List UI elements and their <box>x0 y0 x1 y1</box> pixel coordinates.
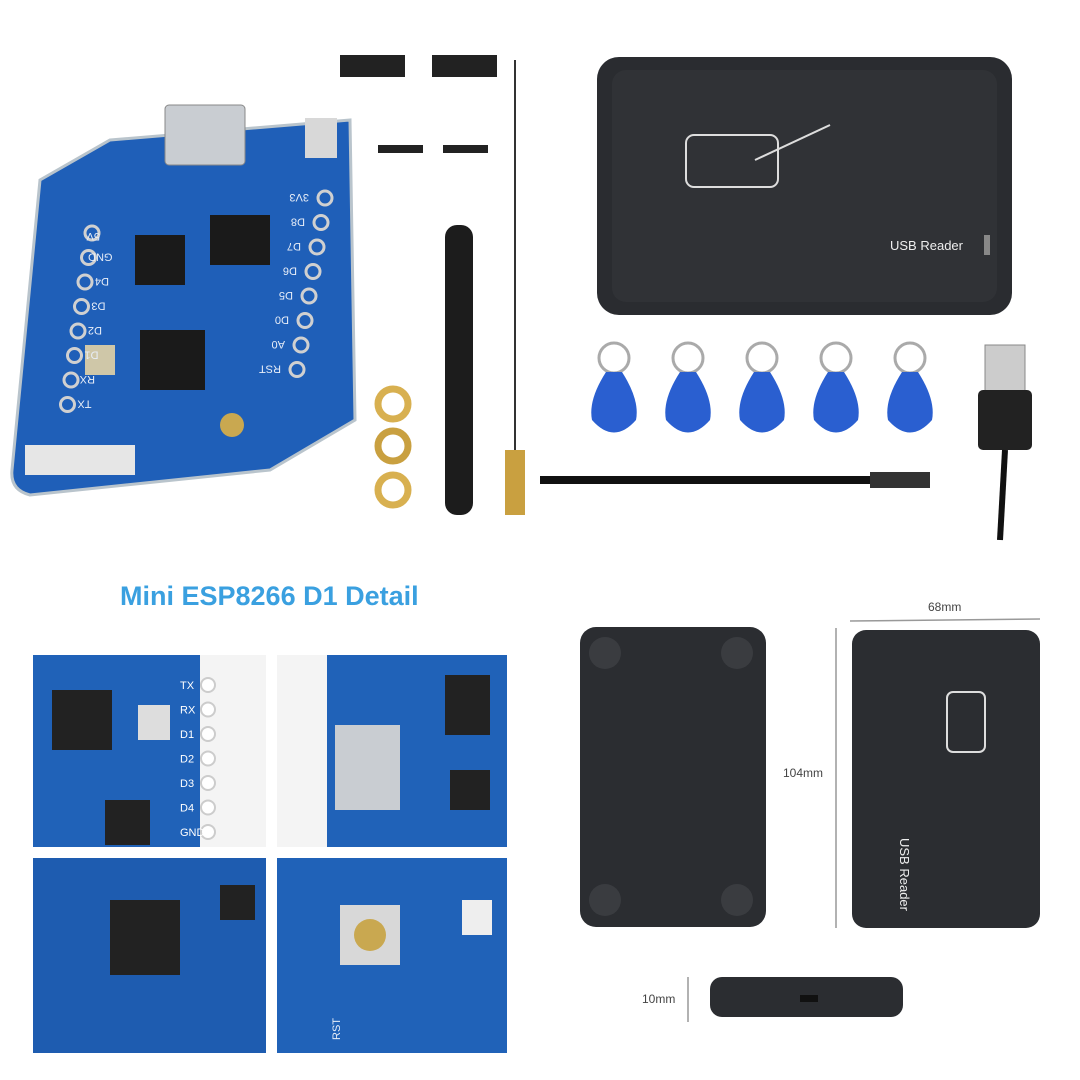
pin-label: A0 <box>272 338 285 350</box>
pin-label: D4 <box>95 275 109 287</box>
pin-hole <box>76 273 94 291</box>
reset-button <box>305 118 337 158</box>
pin-hole <box>200 799 216 816</box>
antenna-connector <box>220 413 244 437</box>
pin-headers <box>340 55 497 153</box>
key-ring <box>597 341 631 375</box>
pin-hole <box>300 287 318 305</box>
esp-chip <box>140 330 205 390</box>
key-ring <box>893 341 927 375</box>
card-icon <box>946 691 986 753</box>
pin-hole <box>304 263 322 280</box>
nuts-washers <box>374 385 412 509</box>
pin-label: D6 <box>283 265 297 277</box>
key-ring <box>671 341 705 375</box>
pin-label: 5V <box>86 230 100 242</box>
pin-hole <box>83 224 101 242</box>
pin-label: D4 <box>180 803 194 815</box>
pin-label: RX <box>79 373 95 385</box>
pin-hole <box>66 347 83 364</box>
reader-back-view <box>580 627 766 927</box>
pin-label: D3 <box>180 778 194 790</box>
pin-hole <box>200 824 216 840</box>
pin-hole <box>80 249 97 266</box>
pin-hole <box>200 775 216 791</box>
thickness-label: 10mm <box>642 992 675 1006</box>
pin-label: D1 <box>180 729 194 741</box>
pin-hole <box>200 677 216 693</box>
pin-label: D2 <box>88 324 102 336</box>
pin-hole <box>73 298 90 315</box>
pin-label: D7 <box>287 240 301 252</box>
pin-label: D1 <box>84 349 98 361</box>
pin-hole <box>62 371 80 389</box>
pin-label: 3V3 <box>289 191 309 203</box>
pin-label: GND <box>88 251 113 263</box>
card-icon <box>685 134 779 188</box>
reader-label: USB Reader <box>890 238 964 253</box>
pin-label: RX <box>180 705 196 717</box>
key-ring <box>745 341 779 375</box>
pin-label: GND <box>180 827 205 839</box>
rfid-tags <box>591 341 933 433</box>
rfid-tag-icon <box>665 372 711 433</box>
antenna <box>445 60 525 515</box>
width-label: 68mm <box>928 600 961 614</box>
rfid-tag-icon <box>813 372 859 433</box>
pin-label: TX <box>180 680 195 692</box>
dimension-lines <box>687 618 1041 1022</box>
hand-icon <box>754 124 831 161</box>
pin-hole <box>200 726 216 742</box>
pin-label: D8 <box>291 216 305 228</box>
side-reader-label: USB Reader <box>897 838 912 912</box>
rfid-tag-icon <box>591 372 637 433</box>
pin-label: D2 <box>180 754 194 766</box>
chip-icon <box>135 235 185 285</box>
usb-rfid-reader: USB Reader <box>597 57 1012 315</box>
rst-label: RST <box>331 1018 343 1040</box>
pin-hole <box>296 312 314 329</box>
reader-front-view: USB Reader <box>852 630 1040 928</box>
pin-hole <box>312 214 330 231</box>
pin-label: D0 <box>275 314 289 326</box>
pin-hole <box>59 396 76 413</box>
micro-usb-port <box>164 104 246 166</box>
pin-label: D3 <box>91 300 105 312</box>
rfid-tag-icon <box>739 372 785 433</box>
pin-label: D5 <box>279 289 293 301</box>
pin-hole <box>200 701 216 718</box>
pin-hole <box>288 361 306 378</box>
pin-label: RST <box>259 363 281 375</box>
pin-hole <box>316 189 334 207</box>
usb-cable <box>540 344 1032 541</box>
pin-hole <box>200 750 216 767</box>
height-label: 104mm <box>783 766 823 780</box>
rfid-tag-icon <box>887 372 933 433</box>
detail-title: Mini ESP8266 D1 Detail <box>120 581 419 611</box>
pin-hole <box>292 336 310 354</box>
pin-hole <box>69 322 87 340</box>
key-ring <box>819 341 853 375</box>
pin-label: TX <box>77 398 92 410</box>
reader-side-view <box>710 977 903 1017</box>
pin-hole <box>308 238 326 256</box>
